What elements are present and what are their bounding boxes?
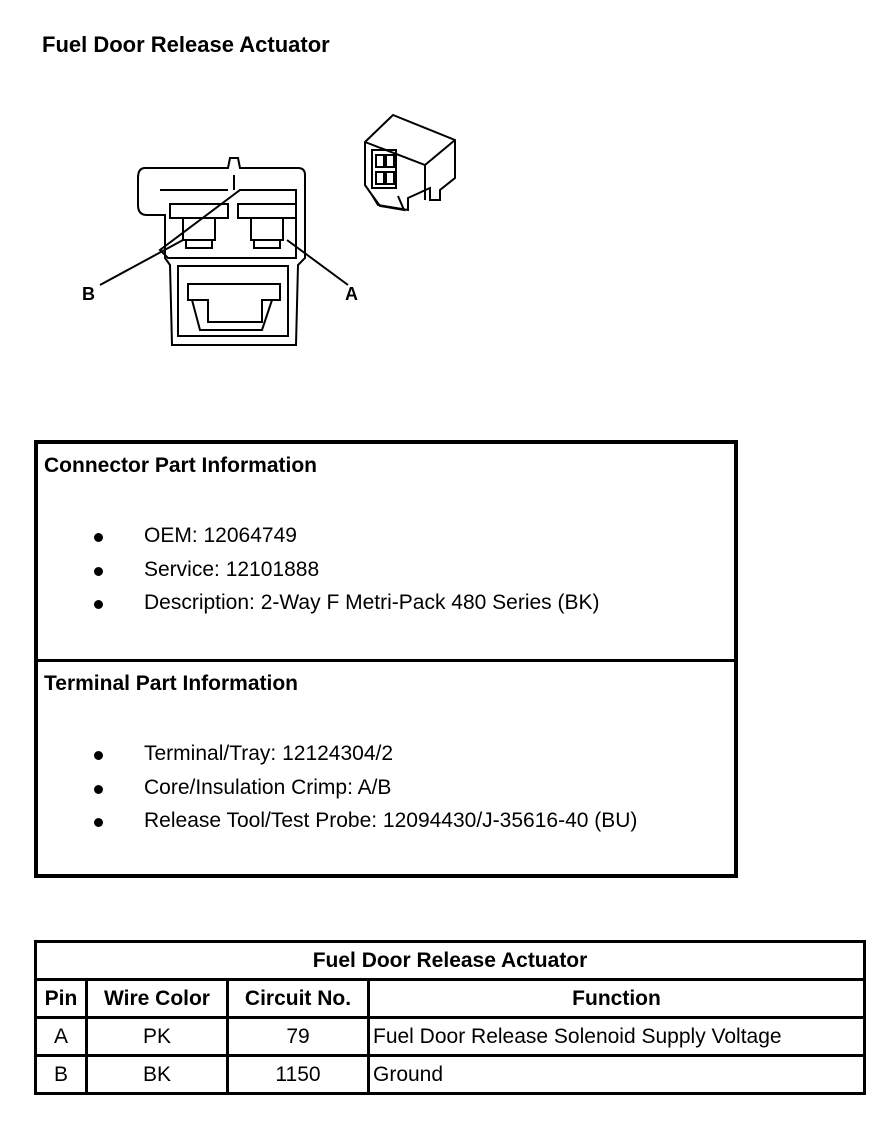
circuit-no-cell: 79 [226,1016,370,1057]
wire-color-cell: PK [85,1016,229,1057]
function-cell: Fuel Door Release Solenoid Supply Voltag… [367,1016,866,1057]
pin-table-caption: Fuel Door Release Actuator [34,940,866,981]
function-cell: Ground [367,1054,866,1095]
connector-iso-view [364,113,456,212]
pin-b-label: B [82,284,95,304]
circuit-no-cell: 1150 [226,1054,370,1095]
bullet-icon [94,533,103,542]
terminal-info-section: Terminal Part Information Terminal/Tray:… [44,672,638,832]
terminal-info-heading: Terminal Part Information [44,672,298,695]
column-header-pin: Pin [34,978,88,1019]
column-header-function: Function [367,978,866,1019]
bullet-icon [94,600,103,609]
connector-info-heading: Connector Part Information [44,454,318,477]
connector-diagram: B A [82,113,456,346]
part-information-box: Connector Part Information OEM: 12064749… [34,440,738,878]
pin-table: Fuel Door Release Actuator Pin Wire Colo… [34,940,866,1095]
table-header-row: Pin Wire Color Circuit No. Function [34,978,866,1019]
wire-color-cell: BK [85,1054,229,1095]
table-row: B BK 1150 Ground [34,1054,866,1095]
connector-info-section: Connector Part Information OEM: 12064749… [38,444,734,662]
bullet-icon [94,818,103,827]
bullet-icon [94,751,103,760]
page-title: Fuel Door Release Actuator [42,32,330,57]
bullet-icon [94,566,103,576]
connector-face-view [99,157,349,346]
pin-cell: B [34,1054,88,1095]
column-header-wire-color: Wire Color [85,978,229,1019]
pin-cell: A [34,1016,88,1057]
table-row: A PK 79 Fuel Door Release Solenoid Suppl… [34,1016,866,1057]
bullet-icon [94,784,103,794]
pin-a-label: A [345,284,358,304]
column-header-circuit-no: Circuit No. [226,978,370,1019]
